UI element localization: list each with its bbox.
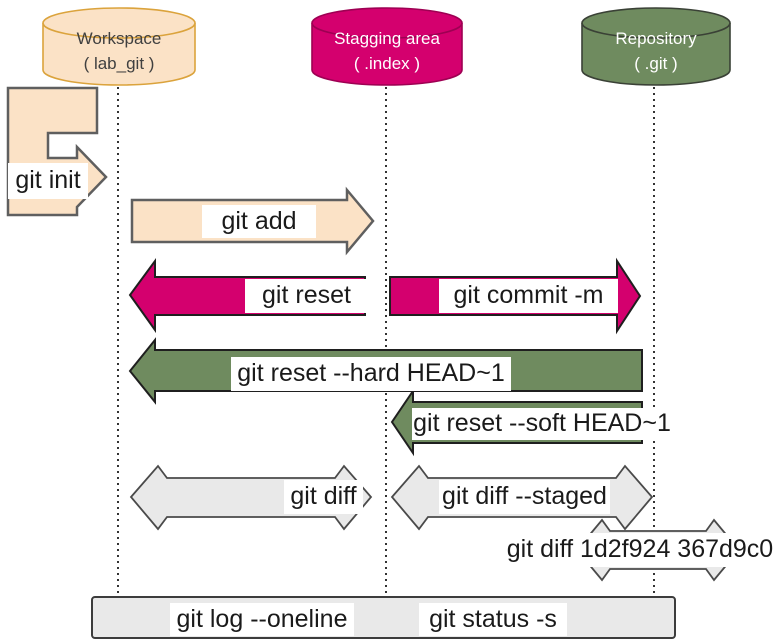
workspace-title: Workspace xyxy=(76,29,162,49)
git-commit-label: git commit -m xyxy=(439,279,618,313)
repository-title: Repository xyxy=(615,29,697,49)
git-diff-label: git diff xyxy=(284,480,363,514)
repository-node-label: Repository ( .git ) xyxy=(582,26,730,78)
repository-subtitle: ( .git ) xyxy=(634,54,678,73)
repository-cylinder xyxy=(581,7,731,86)
staging-title: Stagging area xyxy=(334,29,440,49)
git-reset-label: git reset xyxy=(245,279,368,313)
workspace-node-label: Workspace ( lab_git ) xyxy=(43,26,195,78)
git-reset-hard-label: git reset --hard HEAD~1 xyxy=(231,357,511,391)
git-diff-staged-label: git diff --staged xyxy=(439,480,610,514)
git-diff-commits-label: git diff 1d2f924 367d9c0 xyxy=(504,533,776,567)
staging-subtitle: ( .index ) xyxy=(353,54,421,73)
workspace-subtitle: ( lab_git ) xyxy=(83,54,155,73)
git-log-label: git log --oneline xyxy=(170,603,354,636)
git-add-label: git add xyxy=(202,205,316,238)
staging-cylinder xyxy=(311,7,463,86)
workspace-cylinder xyxy=(42,7,196,86)
staging-node-label: Stagging area ( .index ) xyxy=(312,26,462,78)
git-status-label: git status -s xyxy=(419,603,567,636)
git-init-label: git init xyxy=(8,163,88,199)
git-reset-soft-label: git reset --soft HEAD~1 xyxy=(412,408,672,440)
